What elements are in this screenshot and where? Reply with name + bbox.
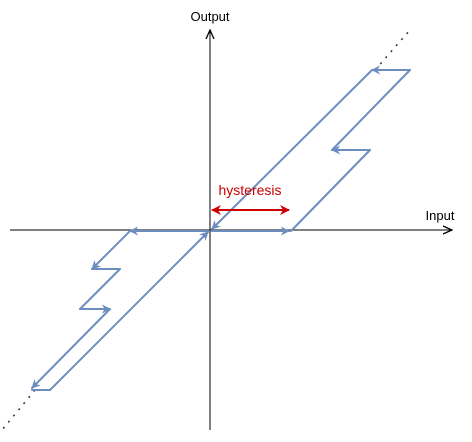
path-segment-descend-lower [79,268,121,310]
path-segment-fall-upper [211,69,373,230]
hysteresis-path [31,65,411,391]
path-segment-drop-lower [91,230,131,270]
path-segment-bottom-diagonal [31,308,111,389]
guide-line-lower [1,389,36,431]
x-axis-label: Input [426,208,455,223]
path-segment-climb-upper [331,69,411,151]
path-segment-rise-lower [49,231,209,391]
y-axis-label: Output [190,9,229,24]
hysteresis-label: hysteresis [218,182,281,198]
path-segment-rise-upper [290,149,371,232]
guide-line-upper [374,29,411,71]
